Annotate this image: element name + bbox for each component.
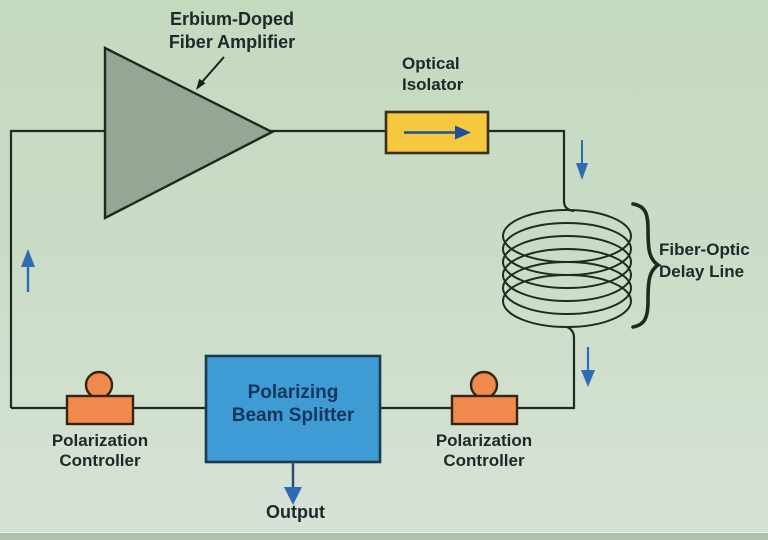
right-curly-brace-icon [631, 202, 662, 329]
edfa-label-line2: Fiber Amplifier [168, 32, 296, 52]
isolator-label-line2: Isolator [402, 75, 464, 94]
delay-line-label-line1: Fiber-Optic [659, 240, 750, 259]
edfa-triangle [103, 46, 275, 220]
controller-knob [84, 370, 114, 400]
controller-left-label: Polarization Controller [15, 431, 185, 471]
controller-right-label: Polarization Controller [399, 431, 569, 471]
isolator-label-line1: Optical [402, 54, 460, 73]
coil-loop [502, 274, 632, 328]
polarization-controller-left [65, 370, 135, 426]
edfa-label-line1: Erbium-Doped [170, 9, 294, 29]
beam-splitter-box [204, 354, 382, 464]
label-pointer-arrow-icon [196, 56, 225, 90]
output-down-arrow-icon [284, 462, 302, 505]
controller-right-label-line1: Polarization [435, 431, 533, 450]
flow-down-arrow-top-right-icon [576, 140, 588, 180]
flow-down-arrow-mid-right-icon [581, 347, 595, 387]
coil-loop [502, 235, 632, 289]
controller-body [450, 394, 519, 426]
controller-left-label-line2: Controller [59, 451, 141, 470]
coil-loop [502, 248, 632, 302]
output-label: Output [266, 502, 325, 522]
beam-splitter-label-line1: Polarizing [247, 382, 339, 403]
wire-isolator-to-coil [488, 129, 575, 213]
controller-knob [469, 370, 499, 400]
delay-line-label-line2: Delay Line [659, 262, 745, 281]
polarization-controller-right [450, 370, 519, 426]
controller-left-label-line1: Polarization [51, 431, 149, 450]
controller-right-label-line2: Controller [443, 451, 525, 470]
bottom-border-strip [0, 532, 768, 540]
beam-splitter-label: Polarizing Beam Splitter [206, 381, 380, 427]
isolator-right-arrow-icon [404, 125, 471, 140]
coil-loop [502, 261, 632, 315]
beam-splitter-label-line2: Beam Splitter [231, 405, 355, 426]
controller-body [65, 394, 135, 426]
flow-up-arrow-icon [21, 249, 35, 292]
edfa-label: Erbium-Doped Fiber Amplifier [137, 8, 327, 54]
isolator-label: Optical Isolator [402, 53, 463, 95]
delay-line-coil [502, 209, 632, 328]
delay-line-label: Fiber-Optic Delay Line [659, 239, 750, 283]
